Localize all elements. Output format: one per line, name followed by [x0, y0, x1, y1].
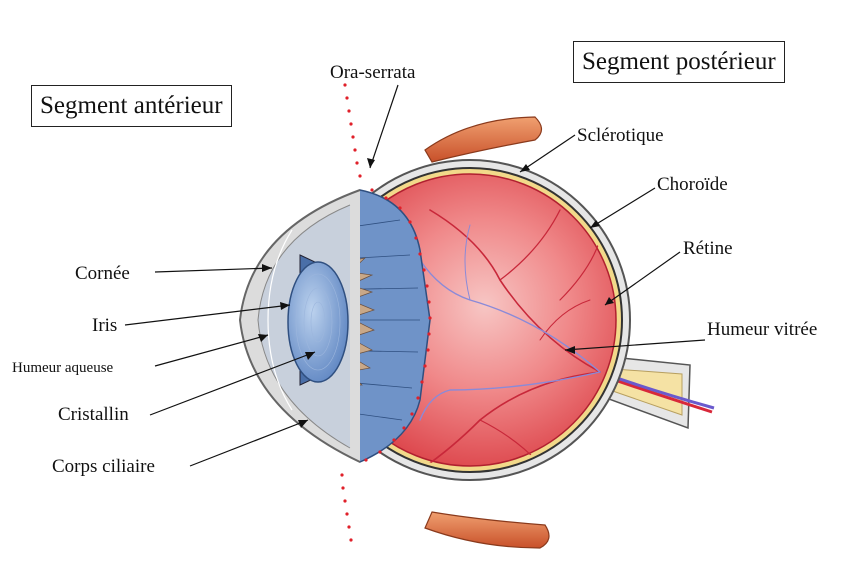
label-choroide: Choroïde [657, 174, 728, 195]
leader-humeur-aqueuse [154, 334, 269, 367]
leader-cristallin [149, 351, 316, 416]
label-cornee: Cornée [75, 263, 130, 284]
leader-iris [124, 304, 291, 326]
label-humeur-aqueuse: Humeur aqueuse [12, 360, 114, 376]
leader-cornee [154, 267, 273, 273]
retinal-vessels [419, 209, 601, 468]
muscle-top [424, 116, 543, 163]
segment-anterieur-box: Segment antérieur [31, 85, 232, 127]
leader-corps-ciliaire [189, 419, 309, 467]
leader-choroide [589, 187, 656, 229]
label-humeur-vitree: Humeur vitrée [707, 319, 817, 340]
label-corps-ciliaire: Corps ciliaire [52, 456, 155, 477]
leader-sclerotique [519, 134, 576, 173]
label-cristallin: Cristallin [58, 404, 129, 425]
segment-posterieur-box: Segment postérieur [573, 41, 785, 83]
label-retine: Rétine [683, 238, 733, 259]
label-iris: Iris [92, 315, 117, 336]
label-ora-serrata: Ora-serrata [330, 62, 416, 83]
ora-serrata-line [340, 83, 432, 542]
label-sclerotique: Sclérotique [577, 125, 664, 146]
leader-ora-serrata [369, 84, 399, 169]
leader-retine [604, 251, 681, 306]
leader-humeur-vitree [564, 339, 706, 351]
lens [287, 261, 349, 383]
muscle-bottom [424, 511, 550, 549]
